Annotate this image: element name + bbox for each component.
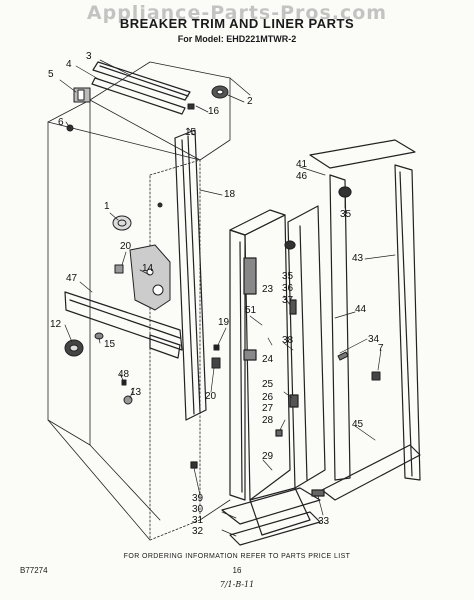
callout: 34: [368, 334, 380, 345]
callout: 18: [224, 189, 236, 200]
callout: 35: [340, 209, 352, 220]
callout: 2: [247, 96, 253, 107]
page-number: 16: [232, 566, 242, 575]
thermostat-control: [112, 215, 171, 311]
callout: 26: [262, 392, 274, 403]
callout: 44: [355, 304, 367, 315]
callout: 15: [104, 339, 116, 350]
callout: 45: [352, 419, 364, 430]
callout: 12: [50, 319, 62, 330]
callout: 1: [104, 201, 110, 212]
cabinet-liner-outline: [47, 61, 251, 541]
callout: 23: [262, 284, 274, 295]
page-title: BREAKER TRIM AND LINER PARTS: [119, 16, 355, 31]
handwritten-code: 7/1-B-11: [219, 580, 255, 589]
callout: 6: [58, 117, 64, 128]
model-line: For Model: EHD221MTWR-2: [177, 34, 297, 44]
callout: 19: [218, 317, 230, 328]
hardware-clips: [64, 85, 229, 405]
callout: 29: [262, 451, 274, 462]
left-breaker-trim: [174, 129, 207, 421]
ordering-info-note: FOR ORDERING INFORMATION REFER TO PARTS …: [123, 553, 351, 560]
callout: 41: [296, 159, 308, 170]
callout: 37: [282, 295, 294, 306]
callout: 46: [296, 171, 308, 182]
callout: 7: [378, 343, 384, 354]
callout: 25: [262, 379, 274, 390]
callout: 24: [262, 354, 274, 365]
small-right-parts: [337, 351, 381, 381]
horizontal-breaker-bar: [64, 291, 183, 359]
callout: 48: [118, 369, 130, 380]
callout: 3: [86, 51, 92, 62]
callout: 28: [262, 415, 274, 426]
callout: 16: [208, 106, 220, 117]
callout: 31: [192, 515, 204, 526]
callout: 35: [282, 271, 294, 282]
callout: 27: [262, 403, 274, 414]
callout: 43: [352, 253, 364, 264]
callout: 15: [185, 127, 197, 138]
document-code: B77274: [20, 566, 48, 575]
callout: 51: [245, 305, 257, 316]
callout: 5: [48, 69, 54, 80]
vertical-liner-trims: [309, 139, 421, 501]
callout: 20: [120, 241, 132, 252]
callout: 47: [66, 273, 78, 284]
callout: 38: [282, 335, 294, 346]
callout: 13: [130, 387, 142, 398]
callout: 32: [192, 526, 204, 537]
callout: 30: [192, 504, 204, 515]
callout: 14: [142, 263, 154, 274]
watermark: Appliance-Parts-Pros.com: [86, 2, 388, 24]
callout: 39: [192, 493, 204, 504]
leader-lines: [59, 59, 396, 537]
bottom-trim-pieces: [190, 461, 325, 546]
callout: 36: [282, 283, 294, 294]
right-breaker-frame: [229, 205, 326, 536]
callout: 33: [318, 516, 330, 527]
callout: 20: [205, 391, 217, 402]
callout: 4: [66, 59, 72, 70]
top-breaker-strip: [91, 61, 191, 115]
